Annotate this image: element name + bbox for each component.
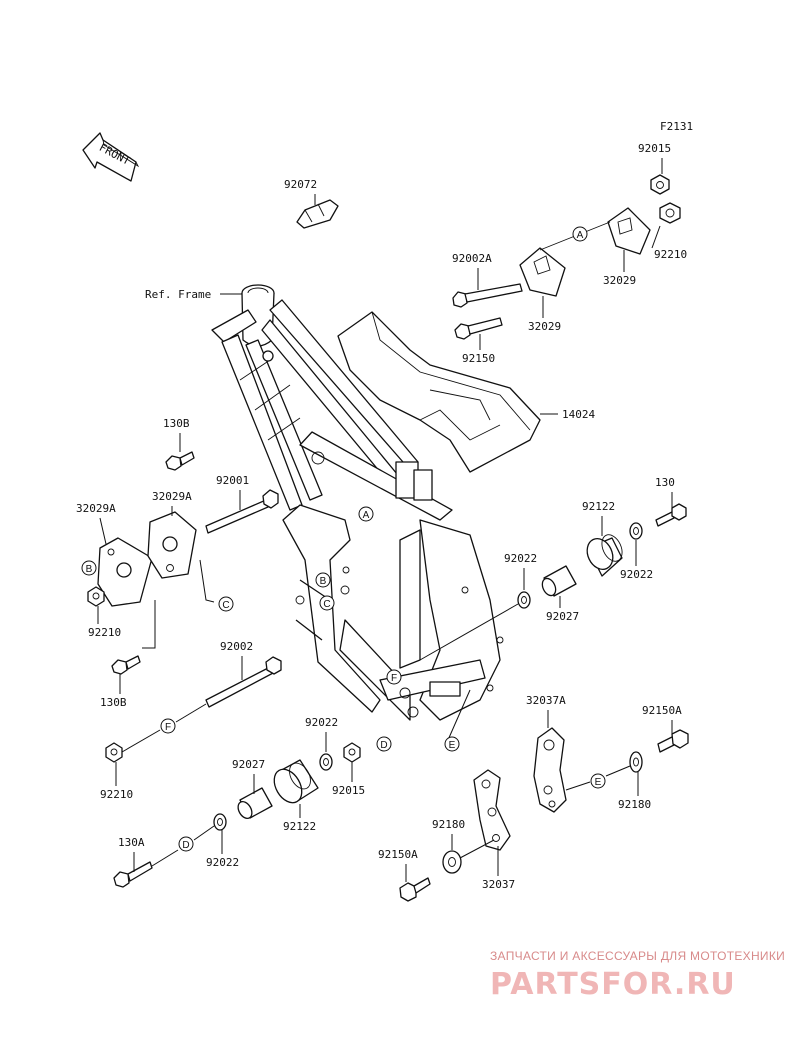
motorcycle-frame <box>211 284 504 721</box>
svg-text:C: C <box>323 599 330 610</box>
part-92180-washer-right <box>629 751 643 773</box>
label-14024: 14024 <box>562 408 595 421</box>
part-92122-spacer-right <box>586 534 623 577</box>
label-92022-bottom: 92022 <box>206 856 239 869</box>
part-32037-bracket <box>473 769 511 851</box>
part-92150-bolt <box>454 317 503 340</box>
label-32029A-left: 32029A <box>76 502 116 515</box>
svg-text:B: B <box>320 576 327 587</box>
part-130B-bolt-bottom <box>111 655 141 675</box>
label-92150A-lower: 92150A <box>378 848 418 861</box>
part-92001-bolt <box>205 489 279 534</box>
callout-f-frame: F <box>386 669 402 685</box>
part-92015-nut-lower <box>343 742 361 763</box>
callout-b-frame: B <box>315 572 331 588</box>
label-92210-left: 92210 <box>88 626 121 639</box>
part-130-bolt <box>655 503 687 527</box>
label-92027-lower: 92027 <box>232 758 265 771</box>
part-32029-bracket-mid <box>519 221 611 297</box>
svg-text:E: E <box>595 777 602 788</box>
figure-code: F2131 <box>660 120 693 133</box>
part-92027-collar-lower <box>237 787 273 820</box>
label-92150A-right: 92150A <box>642 704 682 717</box>
svg-text:D: D <box>380 740 387 751</box>
svg-text:D: D <box>182 840 189 851</box>
part-32029A-plate-left <box>97 537 153 607</box>
label-92022-mid: 92022 <box>504 552 537 565</box>
callout-b-left: B <box>81 560 97 576</box>
part-32037A-bracket <box>533 727 567 813</box>
label-92001: 92001 <box>216 474 249 487</box>
part-92022-washer-right <box>629 522 643 540</box>
label-130B-top: 130B <box>163 417 190 430</box>
part-92072-clip <box>296 199 339 229</box>
svg-text:PARTSFOR.RU: PARTSFOR.RU <box>490 967 736 1002</box>
label-92122-lower: 92122 <box>283 820 316 833</box>
svg-text:B: B <box>86 564 93 575</box>
label-92002: 92002 <box>220 640 253 653</box>
callout-d-left: D <box>178 836 194 852</box>
label-32037A: 32037A <box>526 694 566 707</box>
part-92015-nut-top <box>650 174 670 195</box>
label-92150: 92150 <box>462 352 495 365</box>
label-92022-lower: 92022 <box>305 716 338 729</box>
label-92027-right: 92027 <box>546 610 579 623</box>
callout-c-frame: C <box>319 595 335 611</box>
watermark-logo: ЗАПЧАСТИ И АКСЕССУАРЫ ДЛЯ МОТОТЕХНИКИ PA… <box>490 949 785 1002</box>
part-92122-spacer-lower <box>273 759 319 804</box>
part-92022-washer-mid <box>517 591 531 609</box>
callout-e-right: E <box>590 773 606 789</box>
part-92022-washer-bottom <box>213 813 227 831</box>
label-32029-right: 32029 <box>603 274 636 287</box>
label-92210-bottom: 92210 <box>100 788 133 801</box>
label-92072: 92072 <box>284 178 317 191</box>
svg-text:E: E <box>449 740 456 751</box>
label-32029-mid: 32029 <box>528 320 561 333</box>
part-92002A-bolt <box>452 283 523 308</box>
callout-a-top: A <box>572 226 588 242</box>
label-92210-top: 92210 <box>654 248 687 261</box>
part-92180-washer-lower <box>442 850 462 874</box>
label-92015-top: 92015 <box>638 142 671 155</box>
part-14024-guard <box>337 311 541 473</box>
part-130A-bolt <box>113 861 153 888</box>
front-arrow-icon: FRONT <box>82 132 140 182</box>
part-32029A-plate-right <box>147 511 197 579</box>
callout-c-left: C <box>218 596 234 612</box>
part-32029-bracket-upper <box>607 207 651 255</box>
part-92002-bolt <box>205 656 282 708</box>
part-92210-nut-top <box>659 202 681 224</box>
label-92180-lower: 92180 <box>432 818 465 831</box>
svg-text:A: A <box>577 230 584 241</box>
label-130A: 130A <box>118 836 145 849</box>
part-92150A-bolt-right <box>657 729 689 753</box>
label-92002A: 92002A <box>452 252 492 265</box>
part-92022-washer-lower <box>319 753 333 771</box>
callout-f-left: F <box>160 718 176 734</box>
part-92210-nut-left <box>87 586 105 607</box>
part-92027-collar-right <box>541 565 577 597</box>
callout-e-frame: E <box>444 736 460 752</box>
part-92210-nut-bottom <box>105 742 123 763</box>
svg-text:A: A <box>363 510 370 521</box>
label-92022-right: 92022 <box>620 568 653 581</box>
svg-text:F: F <box>391 673 397 684</box>
callout-d-frame: D <box>376 736 392 752</box>
ref-frame-label: Ref. Frame <box>145 288 211 301</box>
label-32037: 32037 <box>482 878 515 891</box>
label-92122-right: 92122 <box>582 500 615 513</box>
svg-text:ЗАПЧАСТИ И АКСЕССУАРЫ ДЛЯ МОТО: ЗАПЧАСТИ И АКСЕССУАРЫ ДЛЯ МОТОТЕХНИКИ <box>490 949 785 963</box>
label-32029A-right: 32029A <box>152 490 192 503</box>
label-92180-right: 92180 <box>618 798 651 811</box>
label-130: 130 <box>655 476 675 489</box>
svg-text:C: C <box>222 600 229 611</box>
part-92150A-bolt-lower <box>399 877 431 902</box>
callout-a-frame: A <box>358 506 374 522</box>
label-92015-lower: 92015 <box>332 784 365 797</box>
label-130B-bottom: 130B <box>100 696 127 709</box>
svg-text:F: F <box>165 722 171 733</box>
part-130B-bolt-top <box>165 451 195 471</box>
